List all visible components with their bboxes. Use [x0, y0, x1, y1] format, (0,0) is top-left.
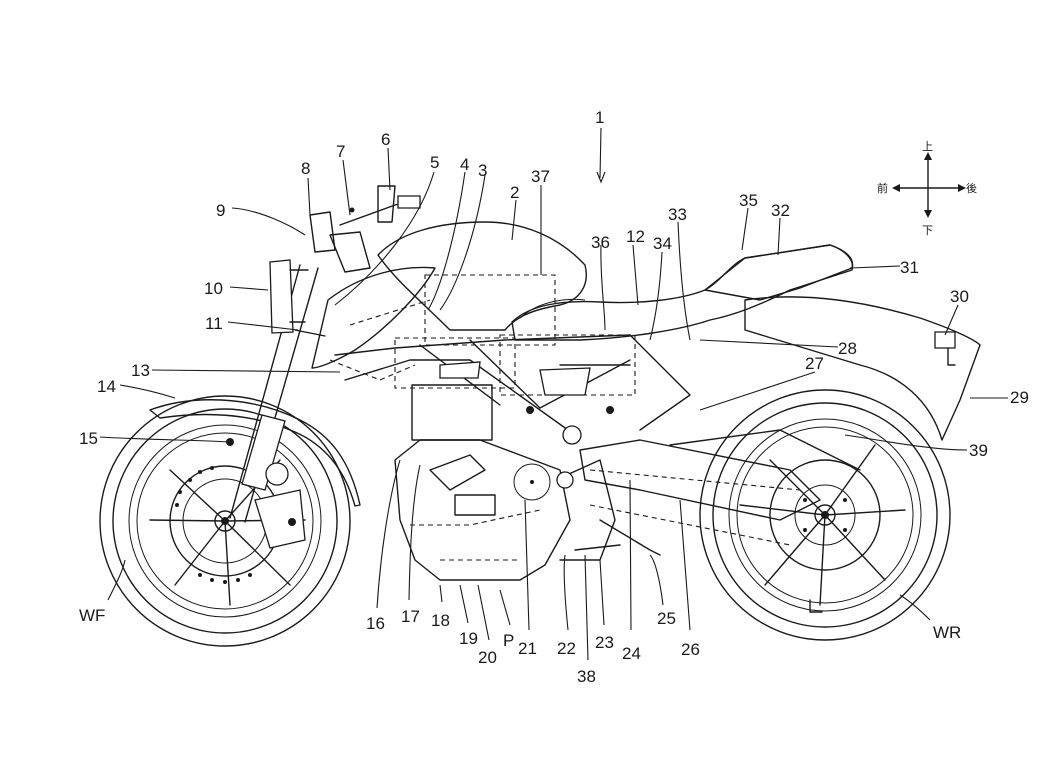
- ref-30: 30: [950, 287, 969, 306]
- ref-36: 36: [591, 233, 610, 252]
- ref-12: 12: [626, 227, 645, 246]
- ref-2: 2: [510, 183, 519, 202]
- tail-light: [934, 331, 956, 349]
- ref-14: 14: [97, 377, 116, 396]
- ref-27: 27: [805, 354, 824, 373]
- ref-8: 8: [301, 159, 310, 178]
- headlight: [269, 259, 309, 334]
- ref-20: 20: [478, 648, 497, 667]
- direction-indicator: 上 下 前 後: [877, 140, 977, 237]
- handlebar: [309, 185, 421, 273]
- ref-p: P: [503, 631, 514, 650]
- rear-wheel: [699, 389, 951, 641]
- ref-wf: WF: [79, 606, 105, 625]
- ref-23: 23: [595, 633, 614, 652]
- ref-34: 34: [653, 234, 672, 253]
- tail-cowl: [704, 244, 854, 301]
- direction-up-label: 上: [922, 140, 933, 153]
- ref-22: 22: [557, 639, 576, 658]
- ref-7: 7: [336, 142, 345, 161]
- ref-4: 4: [460, 155, 469, 174]
- ref-21: 21: [518, 639, 537, 658]
- side-shroud: [311, 266, 436, 369]
- front-fork: [226, 264, 326, 523]
- rear-fender: [744, 296, 981, 441]
- brake-disc: [175, 466, 252, 584]
- ref-33: 33: [668, 205, 687, 224]
- ref-32: 32: [771, 201, 790, 220]
- ref-39: 39: [969, 441, 988, 460]
- ref-wr: WR: [933, 623, 961, 642]
- ref-5: 5: [430, 153, 439, 172]
- ref-26: 26: [681, 640, 700, 659]
- ref-9: 9: [216, 201, 225, 220]
- ref-28: 28: [838, 339, 857, 358]
- ref-16: 16: [366, 614, 385, 633]
- frame: [334, 334, 691, 445]
- ref-6: 6: [381, 130, 390, 149]
- ref-31: 31: [900, 258, 919, 277]
- leader-lines: [99, 127, 1008, 661]
- ref-13: 13: [131, 361, 150, 380]
- ref-38: 38: [577, 667, 596, 686]
- direction-down-label: 下: [922, 224, 933, 237]
- ref-3: 3: [478, 161, 487, 180]
- ref-37: 37: [531, 167, 550, 186]
- front-wheel: [99, 395, 351, 647]
- footpeg: [556, 459, 661, 561]
- direction-front-label: 前: [877, 181, 888, 195]
- direction-rear-label: 後: [966, 181, 977, 195]
- ref-17: 17: [401, 607, 420, 626]
- ref-29: 29: [1010, 388, 1029, 407]
- ref-10: 10: [204, 279, 223, 298]
- ref-1: 1: [595, 108, 604, 127]
- drive-chain: [589, 469, 801, 546]
- fuel-tank: [377, 221, 587, 331]
- battery-boxes: [329, 274, 636, 441]
- ref-19: 19: [459, 629, 478, 648]
- reference-labels: 1 2 3 4 5 6 7 8 9 10 11 12 13 14 15 16 1…: [79, 108, 1029, 686]
- ref-18: 18: [431, 611, 450, 630]
- ref-25: 25: [657, 609, 676, 628]
- ref-24: 24: [622, 644, 641, 663]
- ref-15: 15: [79, 429, 98, 448]
- seat: [511, 244, 854, 341]
- ref-11: 11: [205, 314, 223, 333]
- ref-35: 35: [739, 191, 758, 210]
- motor-unit: [394, 439, 571, 581]
- front-fender: [149, 399, 361, 507]
